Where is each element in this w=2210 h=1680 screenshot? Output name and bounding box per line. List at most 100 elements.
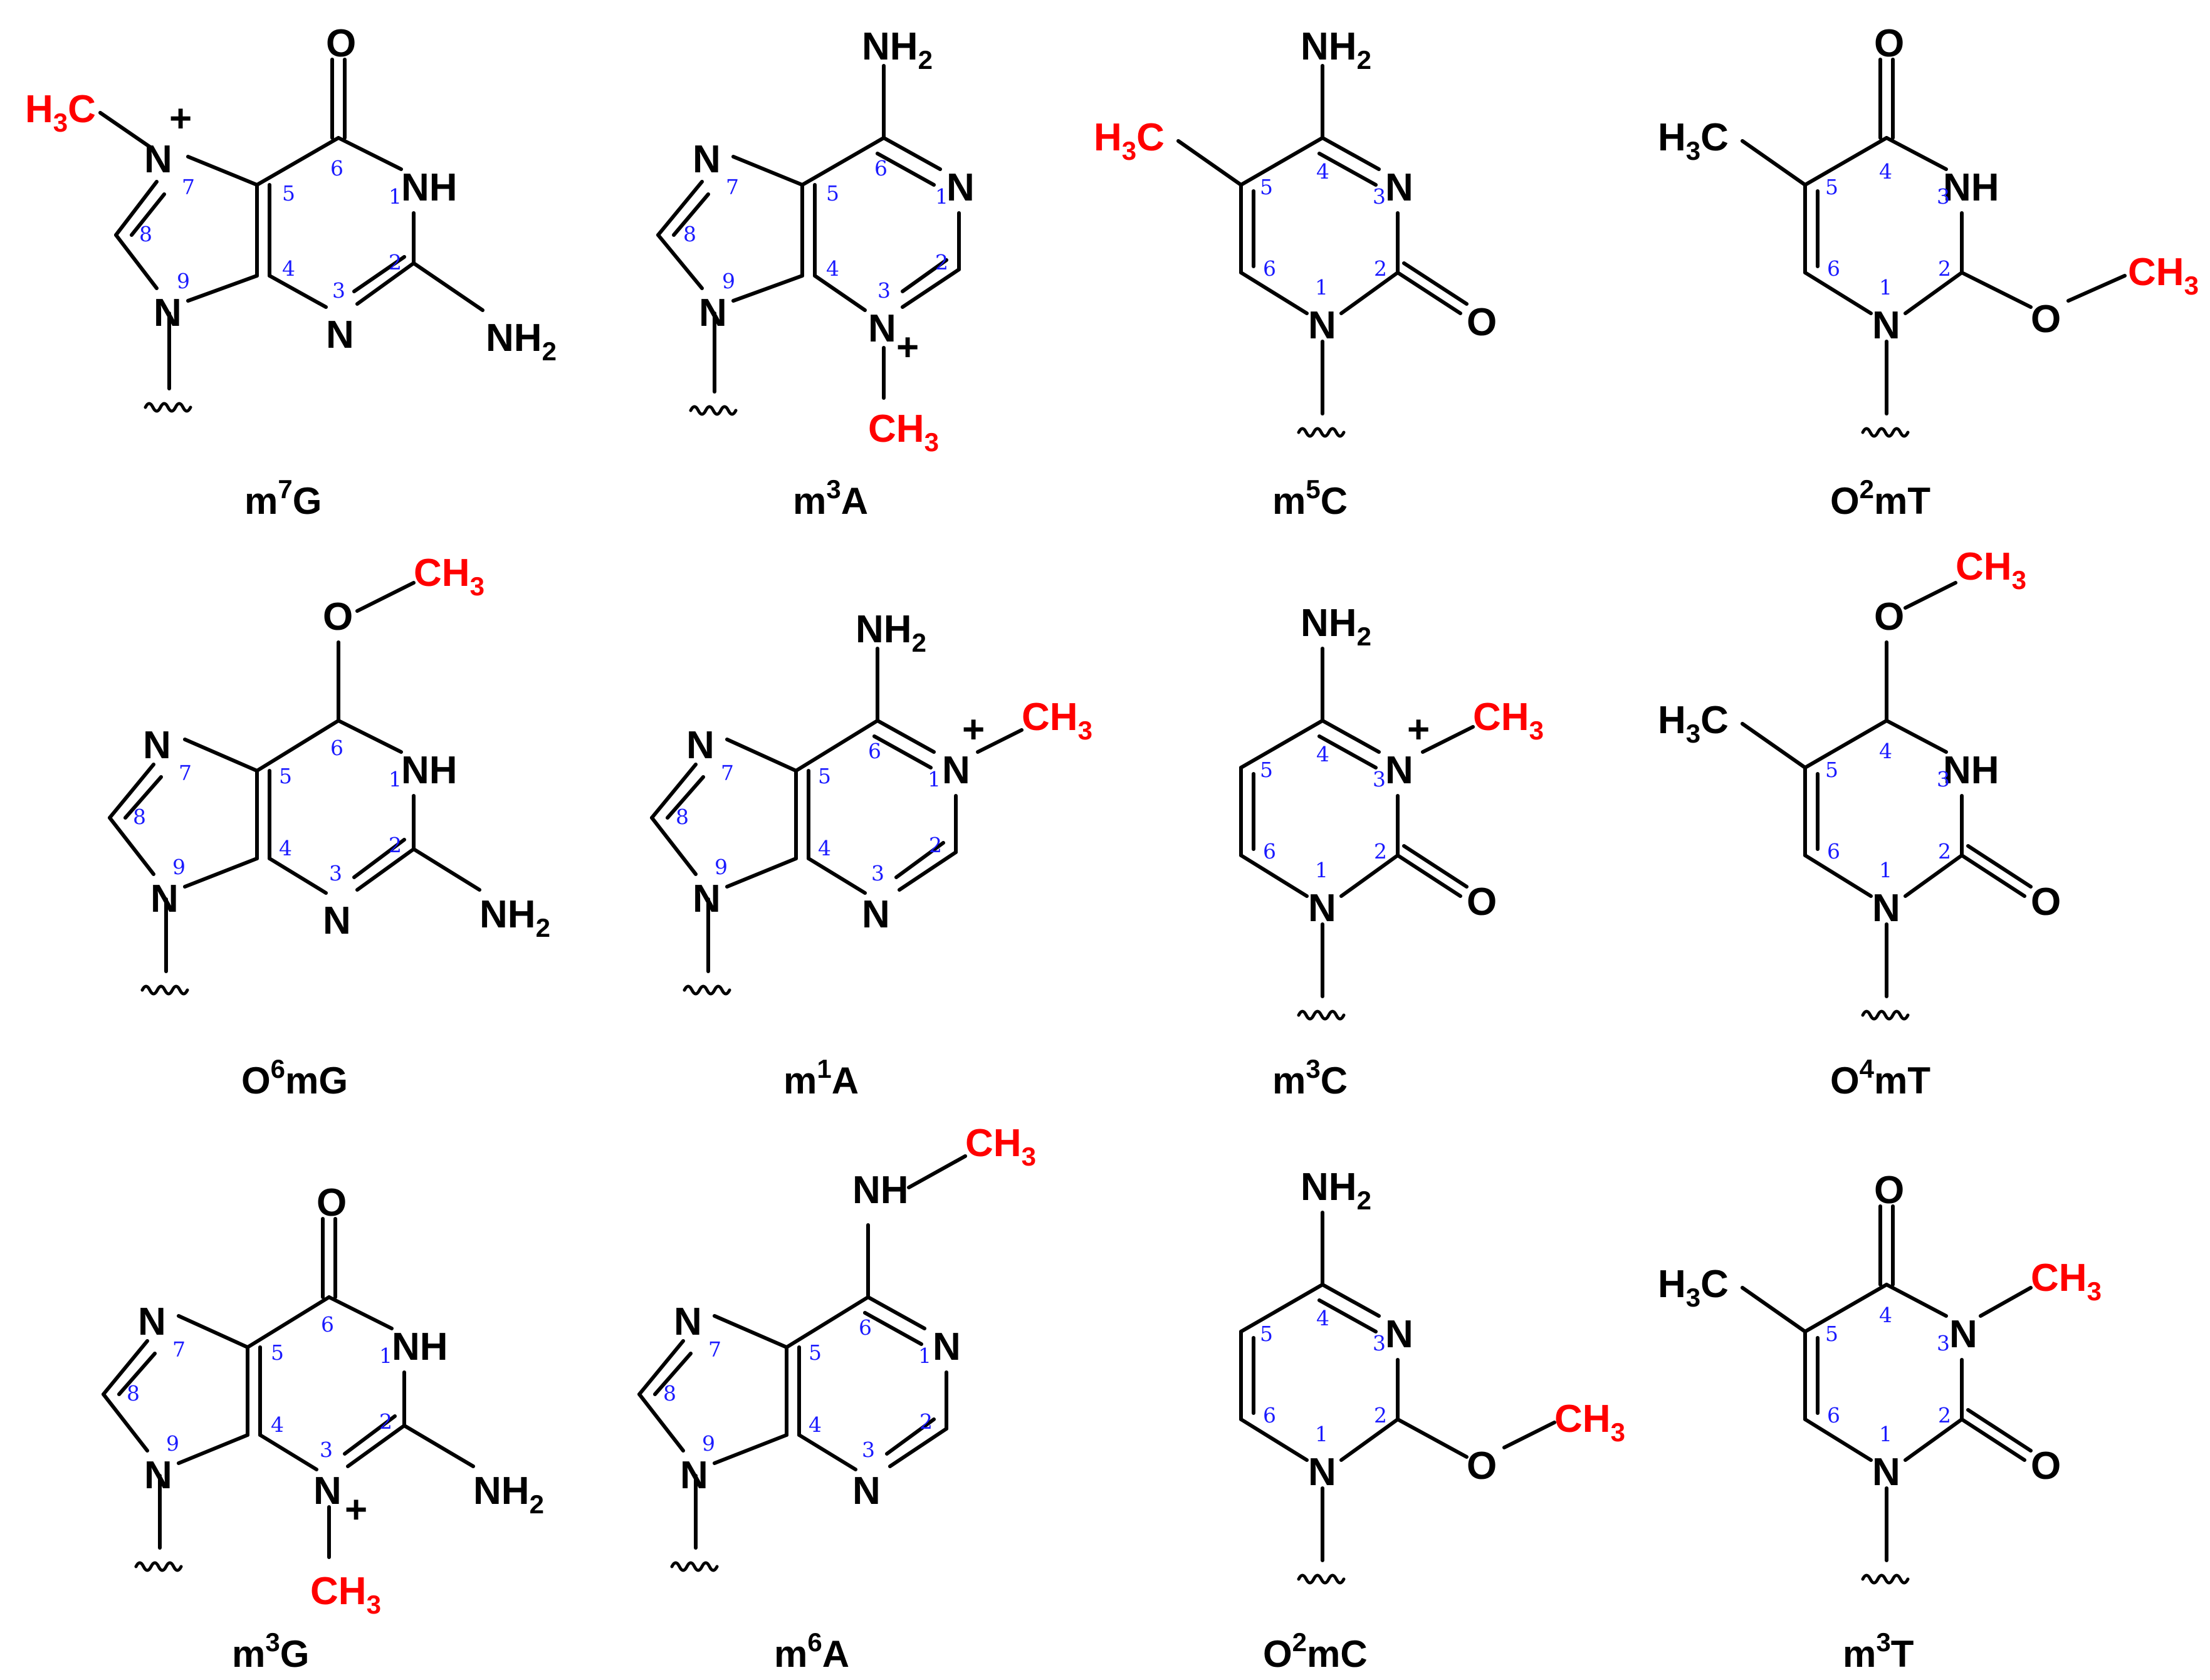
svg-text:7: 7 <box>726 175 739 199</box>
molecule-m5C: N N O NH2 H3C 4 3 2 1 6 5 m5C <box>1094 25 1497 522</box>
svg-text:3: 3 <box>871 861 884 885</box>
svg-text:CH3: CH3 <box>310 1570 381 1619</box>
label-m3G: m3G <box>232 1627 309 1675</box>
svg-text:4: 4 <box>282 256 295 281</box>
svg-text:5: 5 <box>271 1340 284 1365</box>
svg-text:9: 9 <box>722 269 735 293</box>
svg-text:6: 6 <box>321 1312 334 1337</box>
svg-text:N: N <box>862 893 890 936</box>
svg-text:N: N <box>1872 1451 1900 1494</box>
svg-text:N: N <box>680 1454 708 1497</box>
svg-text:9: 9 <box>702 1431 715 1456</box>
svg-text:N: N <box>699 291 727 335</box>
svg-text:NH2: NH2 <box>473 1469 544 1519</box>
svg-text:N: N <box>674 1300 702 1343</box>
svg-text:2: 2 <box>389 833 402 857</box>
svg-text:N: N <box>144 138 172 181</box>
svg-text:O: O <box>2031 880 2061 924</box>
svg-text:4: 4 <box>1879 159 1892 184</box>
svg-text:H3C: H3C <box>25 88 96 137</box>
molecule-O6mG: N N N O NH NH2 CH3 7 8 9 4 5 6 1 2 3 O6m… <box>108 551 550 1102</box>
svg-text:7: 7 <box>172 1337 186 1362</box>
svg-text:2: 2 <box>919 1409 933 1434</box>
molecule-m3C: N + N O NH2 CH3 4 3 2 1 6 5 m3C <box>1239 602 1544 1102</box>
svg-text:N: N <box>686 724 715 767</box>
svg-text:O: O <box>323 595 353 639</box>
svg-text:5: 5 <box>826 181 839 206</box>
molecule-m1A: N N N + N NH2 CH3 7 8 9 4 5 6 1 2 3 m1A <box>650 608 1092 1102</box>
svg-text:O: O <box>1874 22 1904 65</box>
svg-text:4: 4 <box>1316 742 1329 766</box>
svg-text:7: 7 <box>721 761 734 785</box>
svg-text:2: 2 <box>929 833 942 857</box>
svg-text:N: N <box>1308 1451 1336 1494</box>
molecule-O2mT: O NH N O H3C CH3 4 3 2 1 6 5 O2mT <box>1658 22 2199 522</box>
svg-text:5: 5 <box>1825 175 1838 199</box>
svg-text:3: 3 <box>329 861 342 885</box>
svg-text:O: O <box>317 1181 347 1224</box>
svg-text:6: 6 <box>1827 1403 1840 1427</box>
molecule-m3A: N N N N + NH2 CH3 7 8 9 4 5 6 1 2 3 m3A <box>656 25 975 522</box>
svg-text:6: 6 <box>874 156 888 180</box>
svg-text:4: 4 <box>1879 739 1892 763</box>
svg-text:4: 4 <box>271 1412 284 1437</box>
label-O2mC: O2mC <box>1263 1627 1368 1675</box>
svg-text:N: N <box>150 877 179 921</box>
svg-text:1: 1 <box>935 184 948 209</box>
svg-text:N: N <box>1308 887 1336 930</box>
svg-text:6: 6 <box>859 1315 872 1340</box>
svg-text:9: 9 <box>172 855 186 879</box>
svg-text:1: 1 <box>1879 1422 1892 1446</box>
svg-text:1: 1 <box>1315 275 1328 300</box>
label-m3C: m3C <box>1272 1054 1348 1102</box>
svg-text:+: + <box>345 1488 367 1531</box>
svg-text:CH3: CH3 <box>2031 1256 2102 1306</box>
svg-text:3: 3 <box>332 278 345 303</box>
svg-text:N: N <box>154 291 182 335</box>
svg-text:4: 4 <box>1879 1303 1892 1327</box>
svg-text:8: 8 <box>663 1381 676 1406</box>
svg-text:8: 8 <box>127 1381 140 1406</box>
svg-text:+: + <box>962 708 985 751</box>
svg-text:2: 2 <box>935 250 948 274</box>
svg-text:4: 4 <box>1316 159 1329 184</box>
svg-text:1: 1 <box>1879 275 1892 300</box>
svg-text:7: 7 <box>179 761 192 785</box>
svg-text:2: 2 <box>1374 256 1387 281</box>
svg-text:N: N <box>1385 166 1413 209</box>
svg-text:N: N <box>323 899 351 942</box>
svg-text:6: 6 <box>1263 256 1276 281</box>
svg-text:N: N <box>852 1469 881 1513</box>
svg-text:1: 1 <box>918 1343 931 1368</box>
svg-text:6: 6 <box>330 156 343 180</box>
svg-text:N: N <box>144 1454 172 1497</box>
svg-text:8: 8 <box>676 805 689 829</box>
svg-text:N: N <box>933 1325 961 1369</box>
svg-text:6: 6 <box>330 736 343 760</box>
svg-text:6: 6 <box>1827 839 1840 863</box>
svg-text:O: O <box>2031 1444 2061 1488</box>
svg-text:4: 4 <box>818 836 831 860</box>
svg-text:2: 2 <box>1374 1403 1387 1427</box>
label-m6A: m6A <box>774 1627 849 1675</box>
svg-text:N: N <box>1872 887 1900 930</box>
molecule-m7G: N + N N O NH NH2 H3C 7 8 9 4 5 6 1 2 3 m… <box>25 22 557 522</box>
svg-text:N: N <box>942 749 970 792</box>
molecule-O2mC: N N O NH2 CH3 4 3 2 1 6 5 O2mC <box>1239 1166 1625 1675</box>
svg-text:+: + <box>1407 708 1430 751</box>
svg-text:N: N <box>1872 304 1900 347</box>
molecule-m3T: O N N O H3C CH3 4 3 2 1 6 5 m3T <box>1658 1169 2102 1675</box>
svg-text:5: 5 <box>282 181 295 206</box>
svg-text:NH2: NH2 <box>1301 1166 1371 1215</box>
svg-text:NH: NH <box>392 1325 448 1369</box>
svg-text:N: N <box>868 307 896 350</box>
svg-text:N: N <box>326 313 354 357</box>
svg-text:5: 5 <box>818 764 831 788</box>
svg-text:O: O <box>1467 880 1497 924</box>
svg-text:9: 9 <box>166 1431 179 1456</box>
molecule-O4mT: O NH N O H3C CH3 4 3 2 1 6 5 O4mT <box>1658 545 2061 1102</box>
svg-text:NH2: NH2 <box>1301 602 1371 651</box>
svg-text:3: 3 <box>1937 184 1950 209</box>
svg-text:3: 3 <box>1373 767 1386 791</box>
svg-text:5: 5 <box>279 764 292 788</box>
